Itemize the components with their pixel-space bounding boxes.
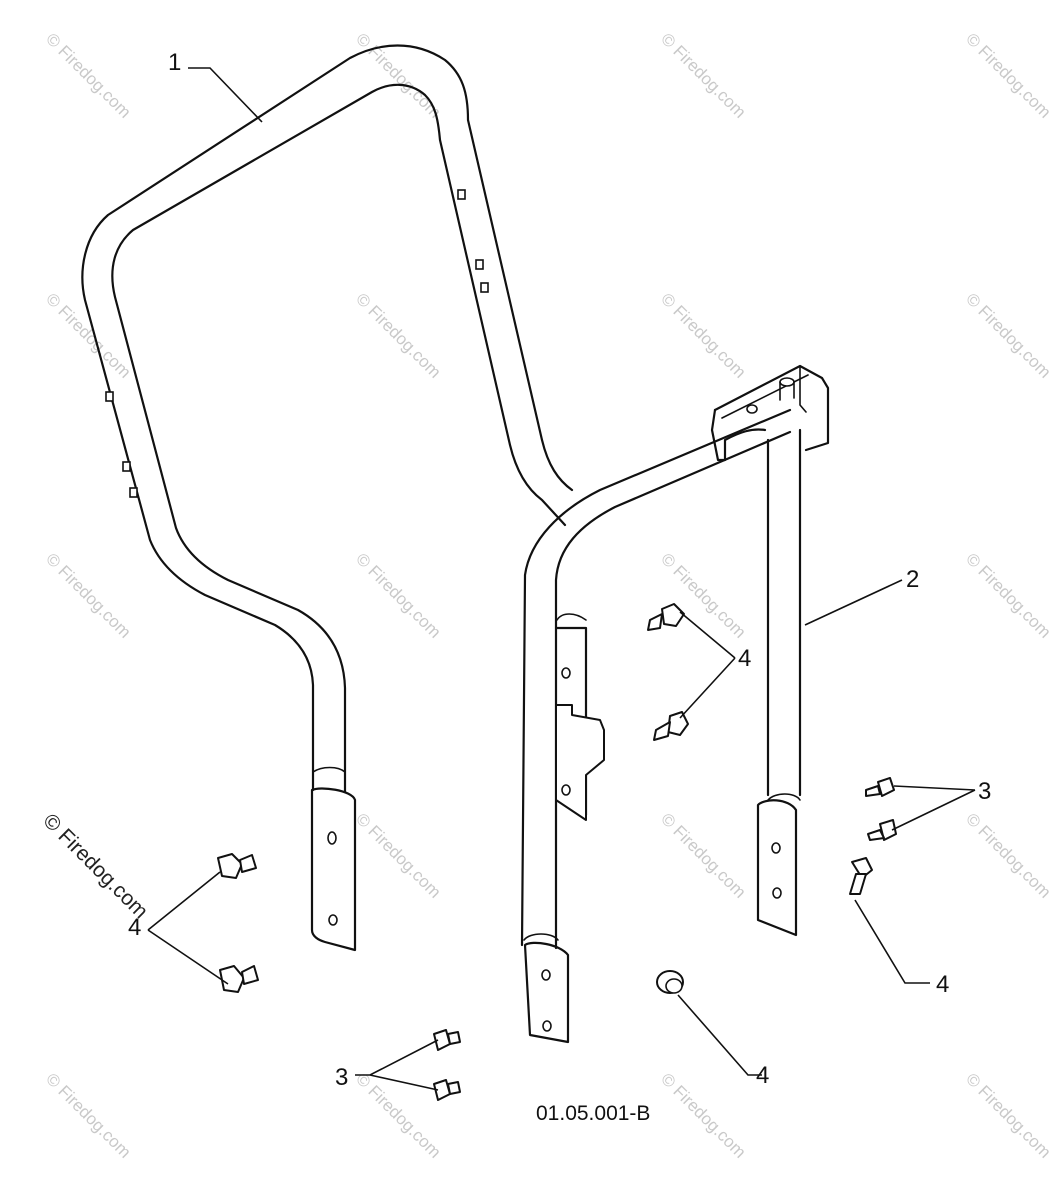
callout-3-right: 3 <box>978 778 991 805</box>
callout-4-bottom: 4 <box>756 1062 769 1089</box>
nut-right-a <box>865 777 895 797</box>
tube-slot <box>122 461 131 472</box>
watermark: © Firedog.com <box>962 1069 1050 1161</box>
mount-hole <box>772 887 782 899</box>
tube-slot <box>129 487 138 498</box>
bolt-upper-a <box>647 603 685 631</box>
part-1-rear-frame <box>81 44 574 952</box>
watermark: © Firedog.com <box>962 29 1050 121</box>
part-2-front-upright <box>520 364 830 1044</box>
tube-slot <box>480 282 489 293</box>
callout-3-bottom: 3 <box>335 1064 348 1091</box>
watermark: © Firedog.com <box>42 29 134 121</box>
callout-4-upper: 4 <box>738 645 751 672</box>
watermark: © Firedog.com <box>657 29 749 121</box>
watermark: © Firedog.com <box>352 289 444 381</box>
flange-nut <box>656 970 684 994</box>
watermark: © Firedog.com <box>352 809 444 901</box>
bolt-right-angled <box>849 857 873 895</box>
mount-hole <box>327 831 337 845</box>
post-cap <box>746 404 758 414</box>
nut-right-b <box>867 819 897 841</box>
watermark: © Firedog.com <box>42 549 134 641</box>
mount-hole <box>771 842 781 854</box>
watermark: © Firedog.com <box>657 1069 749 1161</box>
bolt-upper-b <box>653 711 689 741</box>
watermark: © Firedog.com <box>962 289 1050 381</box>
watermark: © Firedog.com <box>657 549 749 641</box>
watermark: © Firedog.com <box>657 289 749 381</box>
mount-hole <box>561 667 571 679</box>
callout-1: 1 <box>168 49 181 76</box>
watermark: © Firedog.com <box>962 809 1050 901</box>
watermark: © Firedog.com <box>352 29 444 121</box>
callout-2: 2 <box>906 566 919 593</box>
watermark: © Firedog.com <box>42 289 134 381</box>
tube-slot <box>475 259 484 270</box>
mount-hole <box>328 914 338 926</box>
watermark-dark: © Firedog.com <box>38 809 152 923</box>
mount-hole <box>561 784 571 796</box>
drawing-code: 01.05.001-B <box>536 1102 650 1125</box>
nut-bottom-b <box>433 1079 461 1101</box>
callout-4-left: 4 <box>128 914 141 941</box>
watermark-grid: © Firedog.com © Firedog.com © Firedog.co… <box>42 29 1050 1161</box>
watermark: © Firedog.com <box>42 1069 134 1161</box>
watermark: © Firedog.com <box>352 549 444 641</box>
watermark: © Firedog.com <box>657 809 749 901</box>
bolt-left-b <box>219 965 259 993</box>
watermark: © Firedog.com <box>962 549 1050 641</box>
callout-4-right: 4 <box>936 971 949 998</box>
leader-lines <box>147 67 976 1091</box>
mount-hole <box>541 969 551 981</box>
nut-bottom-a <box>433 1029 461 1051</box>
tube-slot <box>457 189 466 200</box>
mount-hole <box>542 1020 552 1032</box>
tube-slot <box>105 391 114 402</box>
watermark: © Firedog.com <box>352 1069 444 1161</box>
bolt-left-a <box>217 853 257 879</box>
post-cap <box>779 377 795 387</box>
